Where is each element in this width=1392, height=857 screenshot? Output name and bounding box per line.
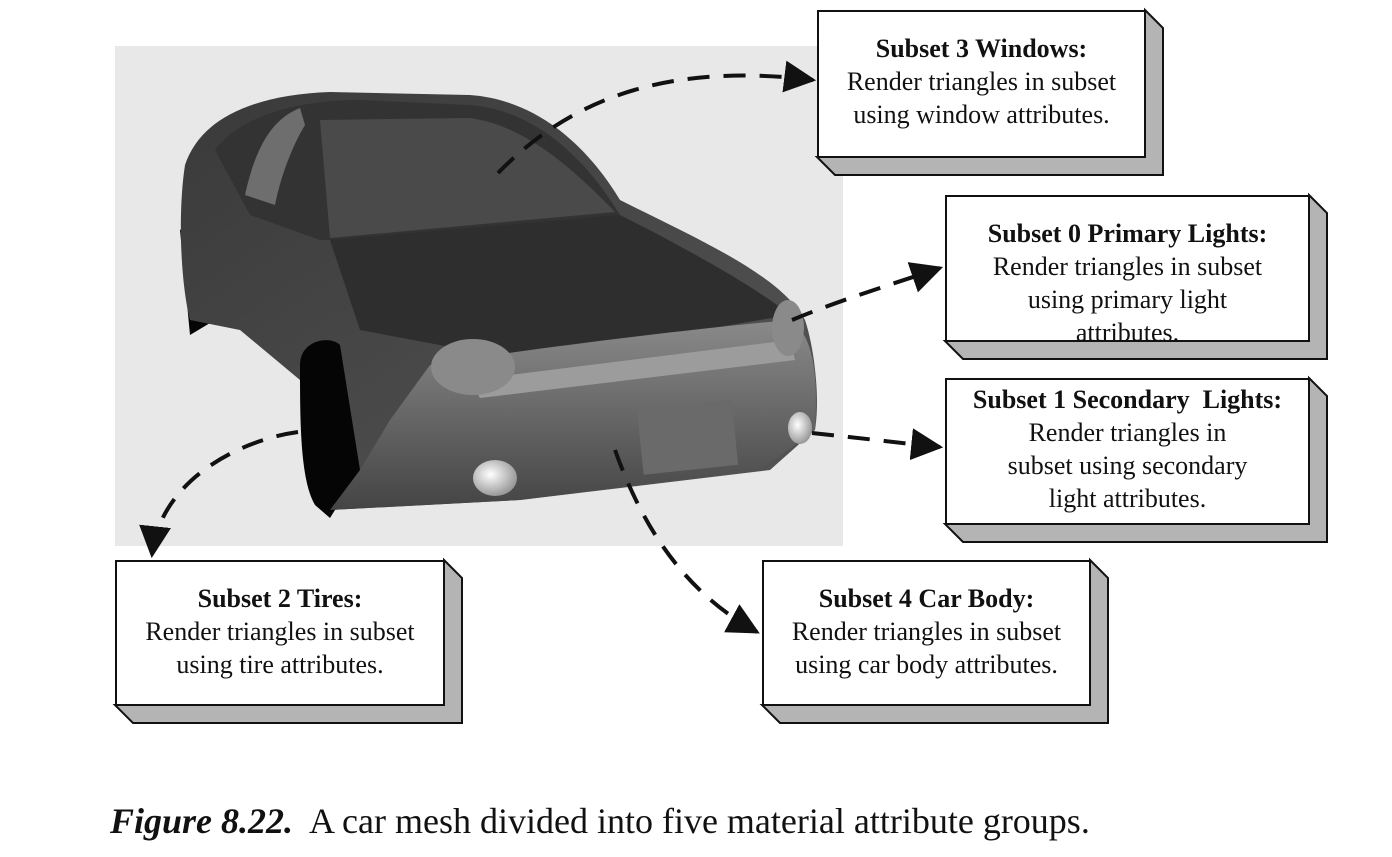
subset-3-windows-description: Render triangles in subset using window … <box>846 67 1117 129</box>
figure-caption: Figure 8.22. A car mesh divided into five… <box>110 800 1090 842</box>
subset-1-secondary-lights-box: Subset 1 Secondary Lights: Render triang… <box>945 378 1310 525</box>
subset-0-primary-lights-description: Render triangles in subset using primary… <box>992 252 1263 347</box>
subset-2-tires-title: Subset 2 Tires: <box>197 584 363 613</box>
car-render-image <box>115 46 843 546</box>
arrow-to-car-body <box>613 449 760 634</box>
subset-4-car-body-description: Render triangles in subset using car bod… <box>791 617 1062 679</box>
figure-number: Figure 8.22. <box>110 801 294 841</box>
subset-1-secondary-lights-description: Render triangles in subset using seconda… <box>1007 418 1248 513</box>
subset-3-windows-box: Subset 3 Windows: Render triangles in su… <box>817 10 1146 158</box>
subset-0-primary-lights-title: Subset 0 Primary Lights: <box>987 219 1268 248</box>
arrow-to-secondary-lights <box>811 428 944 461</box>
subset-4-car-body-box: Subset 4 Car Body: Render triangles in s… <box>762 560 1091 706</box>
figure-caption-text: A car mesh divided into five material at… <box>309 801 1090 841</box>
subset-4-car-body-title: Subset 4 Car Body: <box>818 584 1035 613</box>
arrow-to-primary-lights <box>791 262 944 322</box>
subset-3-windows-title: Subset 3 Windows: <box>875 34 1088 63</box>
subset-0-primary-lights-box: Subset 0 Primary Lights: Render triangle… <box>945 195 1310 347</box>
subset-2-tires-description: Render triangles in subset using tire at… <box>145 617 415 679</box>
subset-1-secondary-lights-title: Subset 1 Secondary Lights: <box>972 385 1283 414</box>
subset-2-tires-box: Subset 2 Tires: Render triangles in subs… <box>115 560 445 706</box>
